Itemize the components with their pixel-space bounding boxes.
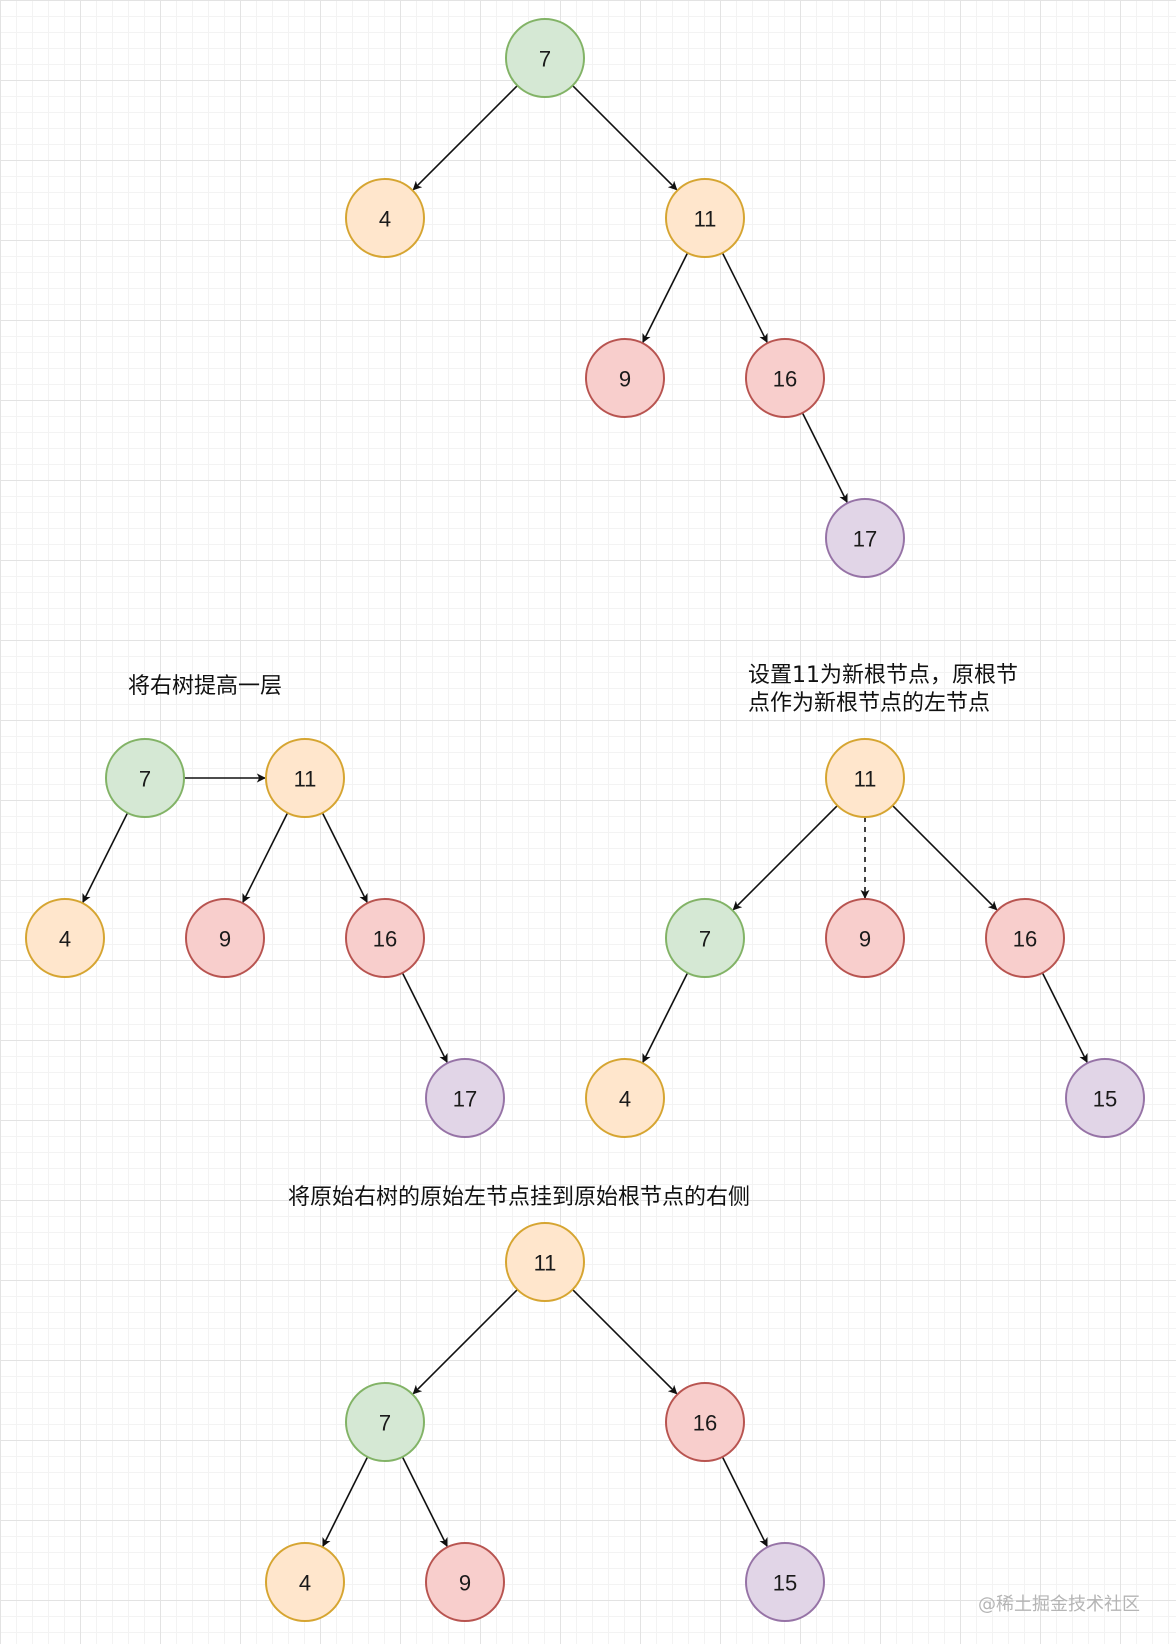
- tree-node: 9: [185, 898, 265, 978]
- edge-c16-c15: [1041, 972, 1088, 1064]
- caption-new-root-line1: 设置11为新根节点，原根节: [748, 663, 1018, 688]
- node-label: 7: [539, 47, 551, 72]
- tree-node: 4: [585, 1058, 665, 1138]
- tree-node: 11: [825, 738, 905, 818]
- node-circle: [345, 178, 425, 258]
- tree-node: 7: [105, 738, 185, 818]
- node-circle: [425, 1058, 505, 1138]
- node-circle: [105, 738, 185, 818]
- node-circle: [265, 738, 345, 818]
- edge-a16-a17: [801, 412, 848, 504]
- node-circle: [825, 898, 905, 978]
- node-label: 16: [1013, 927, 1037, 952]
- tree-node: 7: [505, 18, 585, 98]
- node-label: 9: [859, 927, 871, 952]
- tree-node: 16: [745, 338, 825, 418]
- node-label: 11: [534, 1251, 557, 1276]
- edge-b16-b17: [401, 972, 448, 1064]
- watermark: @稀土掘金技术社区: [978, 1594, 1140, 1615]
- node-label: 4: [379, 207, 391, 232]
- tree-node: 15: [745, 1542, 825, 1622]
- node-circle: [665, 178, 745, 258]
- node-circle: [265, 1542, 345, 1622]
- tree-node: 4: [265, 1542, 345, 1622]
- node-circle: [345, 1382, 425, 1462]
- node-label: 11: [694, 207, 717, 232]
- tree-node: 16: [665, 1382, 745, 1462]
- node-label: 16: [693, 1411, 717, 1436]
- edge-d7-d9: [401, 1456, 448, 1548]
- node-circle: [345, 898, 425, 978]
- node-circle: [505, 18, 585, 98]
- tree-node: 4: [345, 178, 425, 258]
- edge-b7-b4: [82, 812, 129, 904]
- caption-new-root-line2: 点作为新根节点的左节点: [748, 691, 991, 716]
- caption-new-root: 设置11为新根节点，原根节 点作为新根节点的左节点: [748, 662, 1018, 718]
- nodes-layer: 7 4 11 9 16 17 7 11 4 9 16 17 11 7 9 16 4 15 11 7 16 4 9 15: [25, 18, 1145, 1622]
- edge-d16-d15: [721, 1456, 768, 1548]
- node-circle: [505, 1222, 585, 1302]
- tree-node: 17: [425, 1058, 505, 1138]
- tree-node: 16: [985, 898, 1065, 978]
- node-circle: [425, 1542, 505, 1622]
- node-label: 11: [294, 767, 317, 792]
- node-circle: [985, 898, 1065, 978]
- tree-node: 9: [585, 338, 665, 418]
- edge-b11-b16: [321, 812, 368, 904]
- node-circle: [665, 1382, 745, 1462]
- caption-attach-left-child: 将原始右树的原始左节点挂到原始根节点的右侧: [288, 1185, 751, 1210]
- node-label: 15: [1093, 1087, 1117, 1112]
- node-label: 9: [459, 1571, 471, 1596]
- node-circle: [1065, 1058, 1145, 1138]
- node-label: 16: [773, 367, 797, 392]
- edge-d11-d7: [412, 1289, 518, 1395]
- edge-c11-c16: [892, 805, 998, 911]
- edge-d11-d16: [572, 1289, 678, 1395]
- node-label: 17: [853, 527, 877, 552]
- node-label: 7: [699, 927, 711, 952]
- node-circle: [185, 898, 265, 978]
- edge-c7-c4: [642, 972, 689, 1064]
- node-label: 17: [453, 1087, 477, 1112]
- tree-node: 11: [505, 1222, 585, 1302]
- tree-node: 11: [665, 178, 745, 258]
- node-label: 4: [299, 1571, 311, 1596]
- node-circle: [745, 1542, 825, 1622]
- tree-node: 7: [345, 1382, 425, 1462]
- node-circle: [745, 338, 825, 418]
- edge-a7-a11: [572, 85, 678, 191]
- node-circle: [585, 338, 665, 418]
- tree-node: 16: [345, 898, 425, 978]
- node-label: 9: [219, 927, 231, 952]
- edge-b11-b9: [242, 812, 289, 904]
- node-label: 7: [379, 1411, 391, 1436]
- edge-a11-a9: [642, 252, 689, 344]
- edge-a7-a4: [412, 85, 518, 191]
- tree-node: 9: [425, 1542, 505, 1622]
- edge-a11-a16: [721, 252, 768, 344]
- node-label: 15: [773, 1571, 797, 1596]
- node-circle: [825, 498, 905, 578]
- edge-c11-c7: [732, 805, 838, 911]
- node-label: 4: [619, 1087, 631, 1112]
- tree-node: 11: [265, 738, 345, 818]
- node-circle: [585, 1058, 665, 1138]
- tree-node: 7: [665, 898, 745, 978]
- node-label: 11: [854, 767, 877, 792]
- tree-node: 4: [25, 898, 105, 978]
- caption-raise-right-tree: 将右树提高一层: [128, 674, 283, 699]
- node-circle: [25, 898, 105, 978]
- node-label: 7: [139, 767, 151, 792]
- node-circle: [825, 738, 905, 818]
- node-circle: [665, 898, 745, 978]
- tree-node: 17: [825, 498, 905, 578]
- node-label: 4: [59, 927, 71, 952]
- edge-d7-d4: [322, 1456, 369, 1548]
- tree-node: 9: [825, 898, 905, 978]
- edges-layer: [82, 85, 1088, 1548]
- node-label: 9: [619, 367, 631, 392]
- node-label: 16: [373, 927, 397, 952]
- tree-node: 15: [1065, 1058, 1145, 1138]
